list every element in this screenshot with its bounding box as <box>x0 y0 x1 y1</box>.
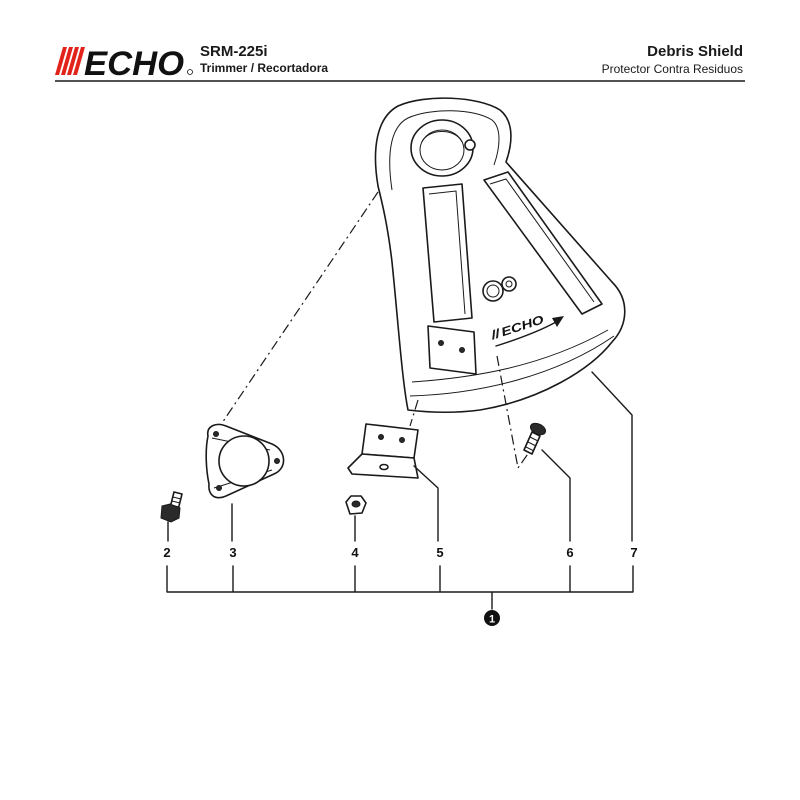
ring-hole-2 <box>274 458 280 464</box>
bracket-hole-3 <box>379 463 389 471</box>
callout-4: 4 <box>351 545 359 560</box>
ring-hole-1 <box>213 431 219 437</box>
assembly-bracket <box>166 565 634 610</box>
debris-shield-part-7: ECHO <box>374 97 626 414</box>
rotation-arrow-icon <box>495 316 564 347</box>
bracket-hole-1 <box>378 434 384 440</box>
shield-inner-rim <box>389 110 500 191</box>
bracket-hole-2 <box>399 437 405 443</box>
callout-5: 5 <box>436 545 443 560</box>
screw-shaft <box>523 431 541 455</box>
ring-hole-3 <box>216 485 222 491</box>
shield-hub-hole <box>419 129 465 171</box>
nut-part-4 <box>345 495 367 515</box>
screw-head <box>529 422 547 436</box>
bolt-head <box>160 503 181 523</box>
leader-line-6 <box>541 449 571 542</box>
page-title-spanish: Protector Contra Residuos <box>602 62 743 76</box>
assembly-line-bracket <box>409 399 419 427</box>
shield-small-hole <box>464 139 476 151</box>
assembly-callout: 1 <box>489 614 495 626</box>
ring-center-hole <box>218 435 270 487</box>
callout-2: 2 <box>163 545 170 560</box>
shield-plate-hole-2 <box>459 347 465 353</box>
shield-left-slot-depth <box>428 190 466 315</box>
page-title: Debris Shield <box>647 43 743 60</box>
shield-plate-hole-1 <box>438 340 444 346</box>
product-name: Trimmer / Recortadora <box>200 61 328 75</box>
model-number: SRM-225i <box>200 43 268 60</box>
assembly-callout-circle <box>484 610 500 626</box>
shield-emblem-icon <box>482 276 517 302</box>
callout-3: 3 <box>229 545 236 560</box>
leader-line-7 <box>591 371 633 542</box>
shield-hem-line-lower <box>409 335 615 397</box>
logo-wordmark: ECHO <box>84 45 184 83</box>
nut-hole <box>351 500 361 508</box>
leader-line-5 <box>413 465 439 542</box>
shield-hem-line <box>411 329 609 383</box>
callout-6: 6 <box>566 545 573 560</box>
shield-left-slot <box>422 183 473 323</box>
bracket-part-5 <box>347 423 419 479</box>
bolt-part-2 <box>160 491 183 523</box>
shield-hub-inner-shadow <box>421 131 463 143</box>
echo-logo: ECHO <box>55 45 193 83</box>
bracket-vertical-plate <box>361 423 419 459</box>
assembly-line-ring <box>219 191 379 427</box>
screw-part-6 <box>523 422 547 455</box>
shield-right-slot-depth <box>489 178 595 303</box>
shield-right-slot <box>483 171 603 315</box>
shield-mounting-plate <box>427 325 477 375</box>
logo-stripes <box>55 47 85 75</box>
registered-mark-icon <box>187 69 193 75</box>
retainer-ring-part-3 <box>205 423 285 499</box>
callout-7: 7 <box>630 545 637 560</box>
